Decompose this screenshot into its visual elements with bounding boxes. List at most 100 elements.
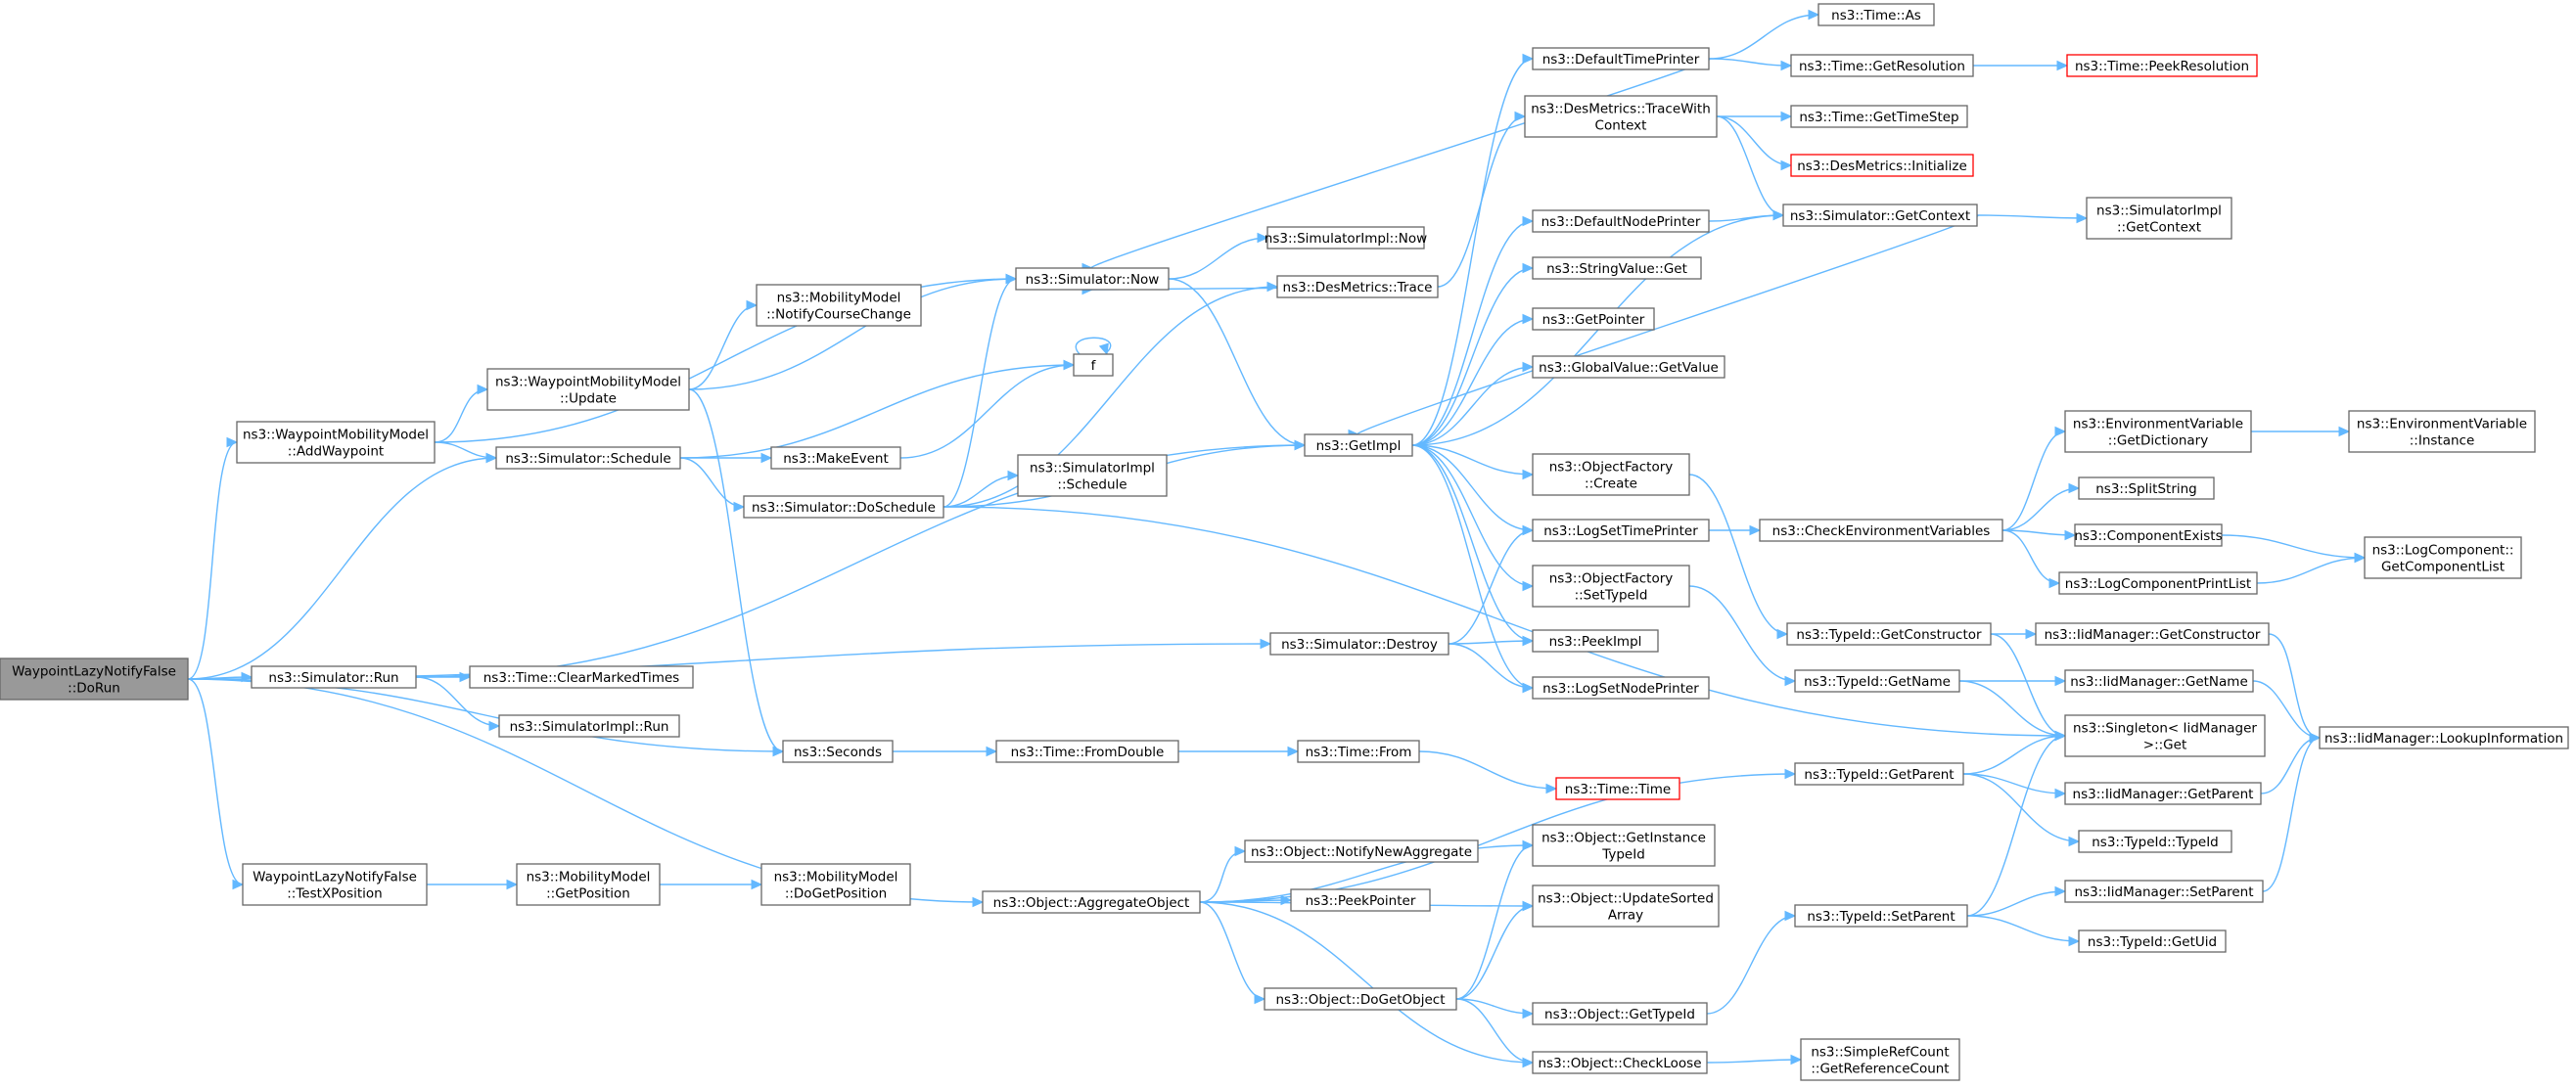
function-node-log-set-t-p[interactable]: ns3::LogSetTimePrinter [1532, 519, 1710, 542]
function-node-notify-c-c[interactable]: ns3::MobilityModel::NotifyCourseChange [756, 284, 922, 327]
function-node-update[interactable]: ns3::WaypointMobilityModel::Update [486, 368, 690, 411]
call-edge [892, 746, 998, 757]
function-node-tid-get-ctor[interactable]: ns3::TypeId::GetConstructor [1786, 622, 1992, 646]
node-label: ns3::StringValue::Get [1546, 261, 1687, 277]
function-node-env-instance[interactable]: ns3::EnvironmentVariable::Instance [2348, 410, 2536, 453]
function-node-get-impl[interactable]: ns3::GetImpl [1304, 433, 1413, 457]
function-node-def-node-printer[interactable]: ns3::DefaultNodePrinter [1532, 209, 1710, 233]
function-node-gv-get-value[interactable]: ns3::GlobalValue::GetValue [1532, 355, 1725, 379]
function-node-singleton-get[interactable]: ns3::Singleton< IidManager >::Get [2064, 714, 2266, 757]
node-label: ns3::Simulator::Now [1026, 272, 1160, 288]
node-label: ns3::Object::AggregateObject [993, 895, 1190, 911]
call-edge [1688, 585, 1797, 687]
node-label: ns3::LogComponentPrintList [2065, 576, 2251, 592]
function-node-clear-marked[interactable]: ns3::Time::ClearMarkedTimes [469, 665, 694, 689]
function-node-now[interactable]: ns3::Simulator::Now [1015, 267, 1170, 291]
function-node-iid-get-parent[interactable]: ns3::IidManager::GetParent [2064, 782, 2262, 805]
call-edge [1418, 750, 1558, 794]
call-edge [1455, 839, 1535, 1000]
function-node-time-get-res[interactable]: ns3::Time::GetResolution [1790, 54, 1974, 77]
function-node-of-set-type-id[interactable]: ns3::ObjectFactory::SetTypeId [1532, 565, 1690, 608]
function-node-add-waypoint[interactable]: ns3::WaypointMobilityModel::AddWaypoint [236, 421, 436, 464]
call-edge [1717, 111, 1793, 122]
function-node-time-time[interactable]: ns3::Time::Time [1555, 777, 1680, 800]
function-node-iid-get-ctor[interactable]: ns3::IidManager::GetConstructor [2035, 622, 2270, 646]
node-label: ns3::Simulator::Schedule [505, 451, 670, 467]
function-node-iid-set-parent[interactable]: ns3::IidManager::SetParent [2064, 880, 2264, 903]
call-edge [1966, 730, 2067, 917]
function-node-sim-impl-now[interactable]: ns3::SimulatorImpl::Now [1265, 226, 1427, 249]
node-label: ns3::Object::NotifyNewAggregate [1251, 844, 1472, 860]
function-node-destroy[interactable]: ns3::Simulator::Destroy [1269, 632, 1449, 656]
node-label: ns3::Time::PeekResolution [2075, 59, 2249, 74]
function-node-time-as[interactable]: ns3::Time::As [1817, 3, 1935, 26]
function-node-tid-get-uid[interactable]: ns3::TypeId::GetUid [2078, 929, 2227, 953]
function-node-env-get-dict[interactable]: ns3::EnvironmentVariable::GetDictionary [2064, 410, 2252, 453]
function-node-des-trace[interactable]: ns3::DesMetrics::Trace [1276, 275, 1439, 298]
function-node-time-get-step[interactable]: ns3::Time::GetTimeStep [1790, 105, 1968, 128]
function-node-time-peek-res[interactable]: ns3::Time::PeekResolution [2066, 54, 2258, 77]
node-label: ns3::IidManager::GetName [2070, 674, 2248, 690]
node-label: ::GetContext [2117, 220, 2201, 236]
function-node-peek-pointer[interactable]: ns3::PeekPointer [1290, 888, 1431, 912]
function-node-check-env[interactable]: ns3::CheckEnvironmentVariables [1759, 519, 2003, 542]
function-node-do-get-object[interactable]: ns3::Object::DoGetObject [1264, 987, 1457, 1011]
call-edge [1455, 998, 1535, 1020]
function-node-comp-exists[interactable]: ns3::ComponentExists [2074, 523, 2223, 547]
function-node-seconds[interactable]: ns3::Seconds [782, 740, 894, 763]
function-node-do-get-position[interactable]: ns3::MobilityModel::DoGetPosition [760, 863, 911, 906]
function-node-des-init[interactable]: ns3::DesMetrics::Initialize [1790, 154, 1974, 177]
function-node-str-get[interactable]: ns3::StringValue::Get [1532, 256, 1702, 280]
function-node-log-set-n-p[interactable]: ns3::LogSetNodePrinter [1532, 676, 1710, 700]
function-node-log-comp-get-list[interactable]: ns3::LogComponent::GetComponentList [2364, 536, 2522, 579]
function-node-sim-impl-run[interactable]: ns3::SimulatorImpl::Run [498, 714, 680, 738]
function-node-do-run[interactable]: WaypointLazyNotifyFalse::DoRun [0, 657, 189, 701]
function-node-log-comp-print[interactable]: ns3::LogComponentPrintList [2058, 571, 2258, 595]
function-node-split-string[interactable]: ns3::SplitString [2078, 476, 2215, 500]
node-label: ns3::IidManager::GetConstructor [2045, 627, 2261, 643]
node-label: ns3::Time::GetResolution [1799, 59, 1965, 74]
function-node-tid-type-id[interactable]: ns3::TypeId::TypeId [2078, 830, 2232, 853]
call-edge [1706, 1054, 1803, 1065]
function-node-src-get-ref-count[interactable]: ns3::SimpleRefCount::GetReferenceCount [1800, 1038, 1960, 1081]
call-edge [187, 678, 785, 757]
node-label: ns3::GetImpl [1316, 438, 1402, 454]
function-node-check-loose[interactable]: ns3::Object::CheckLoose [1532, 1051, 1708, 1074]
node-label: ns3::ObjectFactory [1549, 571, 1674, 587]
function-node-schedule[interactable]: ns3::Simulator::Schedule [495, 446, 681, 470]
function-node-aggregate[interactable]: ns3::Object::AggregateObject [982, 890, 1201, 914]
call-edge [1716, 115, 1793, 171]
function-node-def-time-printer[interactable]: ns3::DefaultTimePrinter [1532, 47, 1710, 70]
node-label: ns3::Object::GetTypeId [1544, 1007, 1695, 1022]
node-label: ns3::TypeId::GetParent [1804, 767, 1954, 783]
function-node-tid-set-parent[interactable]: ns3::TypeId::SetParent [1794, 904, 1968, 928]
node-label: ns3::SimulatorImpl::Now [1265, 231, 1427, 247]
function-node-get-pointer[interactable]: ns3::GetPointer [1532, 307, 1655, 331]
function-node-from-double[interactable]: ns3::Time::FromDouble [995, 740, 1179, 763]
function-node-time-from[interactable]: ns3::Time::From [1297, 740, 1420, 763]
function-node-peek-impl[interactable]: ns3::PeekImpl [1532, 629, 1659, 653]
function-node-sim-get-ctx[interactable]: ns3::Simulator::GetContext [1782, 204, 1978, 227]
function-node-run[interactable]: ns3::Simulator::Run [251, 665, 417, 689]
function-node-tid-get-parent[interactable]: ns3::TypeId::GetParent [1794, 762, 1964, 786]
call-edge [1411, 444, 1535, 647]
function-node-iid-get-name[interactable]: ns3::IidManager::GetName [2064, 669, 2254, 693]
function-node-notify-new-agg[interactable]: ns3::Object::NotifyNewAggregate [1244, 839, 1479, 863]
node-label: ns3::TypeId::TypeId [2092, 835, 2219, 850]
function-node-of-create[interactable]: ns3::ObjectFactory::Create [1532, 453, 1690, 496]
function-node-do-schedule[interactable]: ns3::Simulator::DoSchedule [743, 495, 944, 519]
function-node-f[interactable]: f [1073, 353, 1114, 377]
function-node-get-type-id[interactable]: ns3::Object::GetTypeId [1532, 1002, 1708, 1025]
function-node-test-x[interactable]: WaypointLazyNotifyFalse::TestXPosition [242, 863, 428, 906]
function-node-iid-lookup[interactable]: ns3::IidManager::LookupInformation [2319, 726, 2569, 749]
function-node-sim-impl-get-ctx[interactable]: ns3::SimulatorImpl::GetContext [2086, 197, 2232, 240]
node-label: ns3::Object::DoGetObject [1275, 992, 1445, 1008]
function-node-sim-impl-schedule[interactable]: ns3::SimulatorImpl::Schedule [1017, 454, 1168, 497]
function-node-make-event[interactable]: ns3::MakeEvent [770, 446, 901, 470]
function-node-get-position[interactable]: ns3::MobilityModel::GetPosition [516, 863, 661, 906]
function-node-tid-get-name[interactable]: ns3::TypeId::GetName [1794, 669, 1960, 693]
call-edge [187, 678, 245, 890]
